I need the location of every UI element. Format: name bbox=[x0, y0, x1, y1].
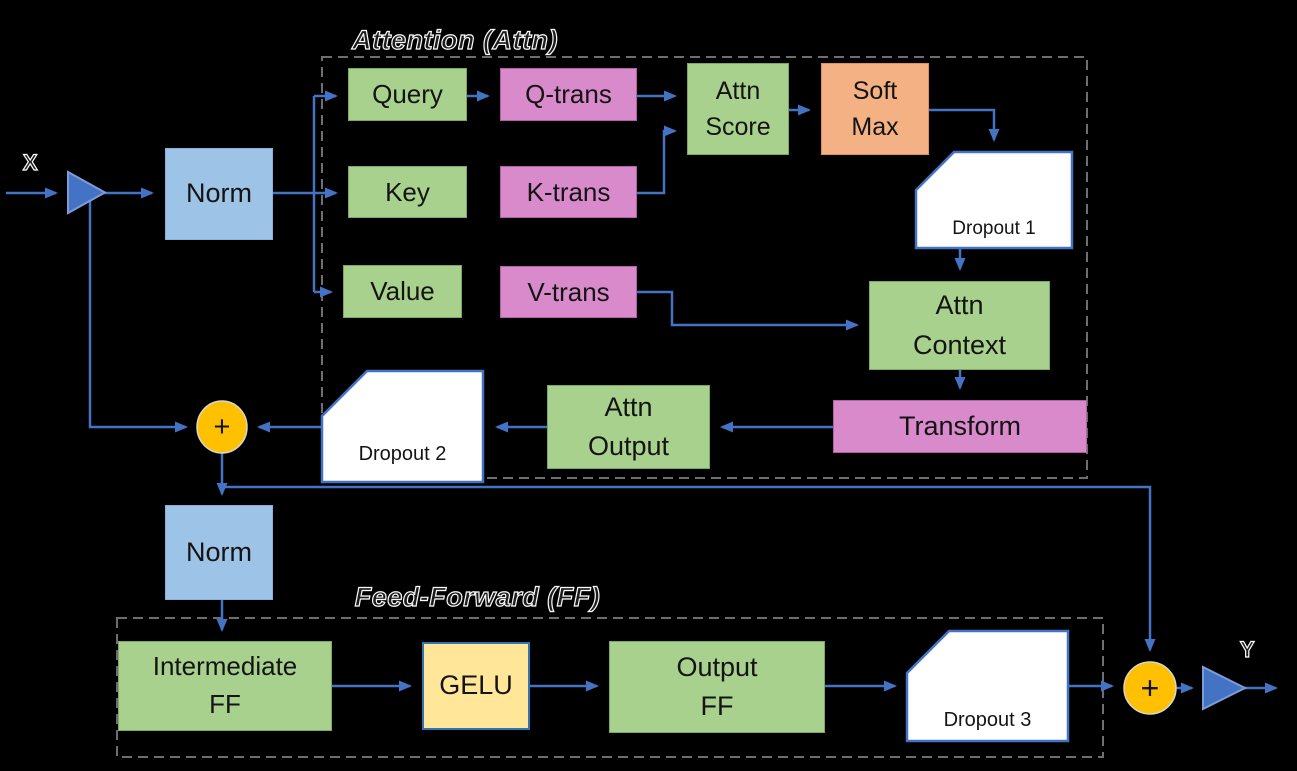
dropout1-card-shape bbox=[914, 150, 1074, 250]
attn-context-label-line1: Attn bbox=[935, 290, 984, 321]
v-trans-label: V-trans bbox=[527, 276, 610, 307]
dropout2-card-shape bbox=[320, 369, 485, 484]
k-trans-label: K-trans bbox=[526, 176, 611, 207]
attn-output-box: Attn Output bbox=[547, 385, 710, 469]
dropout1-label: Dropout 1 bbox=[952, 218, 1036, 239]
norm2-label: Norm bbox=[186, 536, 252, 567]
softmax-label-line1: Soft bbox=[852, 76, 898, 105]
transform-label: Transform bbox=[898, 410, 1021, 441]
edge-residual-x-to-add1 bbox=[88, 200, 188, 433]
edge-softmax-to-dropout1 bbox=[929, 108, 1000, 142]
value-box: Value bbox=[343, 265, 462, 318]
softmax-label-line2: Max bbox=[851, 113, 899, 141]
edge-ktrans-to-attnscore bbox=[637, 125, 677, 195]
dropout3-label: Dropout 3 bbox=[943, 708, 1032, 731]
norm1-box: Norm bbox=[165, 148, 273, 240]
intermediate-ff-label-line1: Intermediate bbox=[152, 651, 298, 682]
query-box: Query bbox=[348, 68, 467, 121]
edge-vtrans-to-attncontext bbox=[637, 290, 859, 331]
output-buffer-triangle-icon bbox=[1202, 665, 1248, 711]
transform-box: Transform bbox=[833, 400, 1087, 453]
intermediate-ff-label-line2: FF bbox=[209, 689, 241, 719]
attn-output-label-line2: Output bbox=[587, 431, 670, 461]
query-label: Query bbox=[372, 79, 443, 110]
attn-score-box: Attn Score bbox=[687, 63, 789, 155]
output-label-y: Y bbox=[1239, 636, 1256, 662]
edge-residual-add1-to-add2 bbox=[222, 485, 1156, 652]
key-label: Key bbox=[385, 176, 430, 207]
attn-output-label-line1: Attn bbox=[604, 391, 653, 422]
input-buffer-triangle-icon bbox=[67, 170, 108, 215]
add2-plus-sign: + bbox=[1140, 669, 1160, 706]
output-ff-label-line2: FF bbox=[700, 691, 734, 721]
attention-section-border bbox=[321, 56, 1088, 479]
norm2-box: Norm bbox=[165, 505, 273, 600]
dropout3-card-shape bbox=[905, 629, 1070, 743]
feed-forward-section-border bbox=[116, 617, 1104, 758]
q-trans-box: Q-trans bbox=[500, 68, 637, 121]
add2-circle bbox=[1123, 661, 1177, 715]
gelu-label: GELU bbox=[439, 670, 513, 701]
add1-plus-sign: + bbox=[213, 410, 231, 443]
norm1-label: Norm bbox=[186, 178, 252, 209]
attn-context-label-line2: Context bbox=[912, 329, 1007, 360]
output-ff-box: Output FF bbox=[609, 641, 825, 733]
output-ff-label-line1: Output bbox=[676, 651, 758, 682]
attention-section-title: Attention (Attn) bbox=[351, 24, 558, 55]
q-trans-label: Q-trans bbox=[525, 79, 612, 110]
input-label-x: X bbox=[22, 149, 39, 175]
attn-context-box: Attn Context bbox=[869, 281, 1050, 370]
add1-circle bbox=[196, 400, 248, 454]
intermediate-ff-box: Intermediate FF bbox=[118, 641, 332, 731]
attn-score-label-line2: Score bbox=[705, 113, 771, 141]
gelu-box: GELU bbox=[422, 642, 530, 730]
dropout2-label: Dropout 2 bbox=[358, 442, 447, 465]
feed-forward-section-title: Feed-Forward (FF) bbox=[354, 581, 601, 612]
k-trans-box: K-trans bbox=[500, 166, 637, 218]
v-trans-box: V-trans bbox=[500, 266, 637, 318]
value-label: Value bbox=[370, 276, 435, 307]
softmax-box: Soft Max bbox=[821, 63, 929, 155]
key-box: Key bbox=[348, 166, 467, 218]
attn-score-label-line1: Attn bbox=[715, 76, 761, 105]
